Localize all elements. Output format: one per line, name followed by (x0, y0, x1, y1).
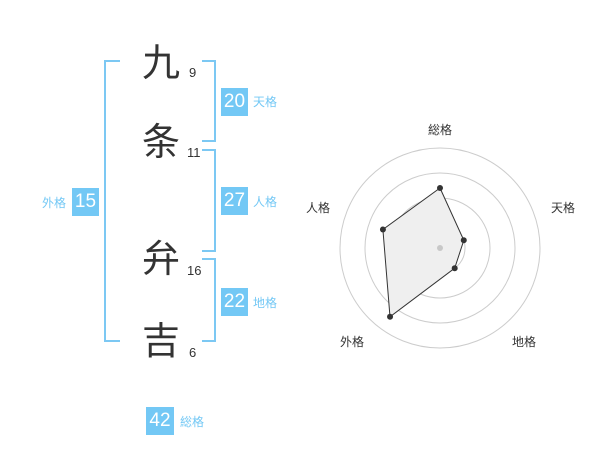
name-char-4: 吉 (142, 319, 181, 363)
chikaku-bracket (202, 258, 216, 342)
jinkaku-label: 人格 (253, 195, 278, 209)
tenkaku-value: 20 (221, 88, 248, 116)
name-char-1: 九 (142, 41, 181, 85)
radar-point-soukaku (437, 185, 443, 191)
radar-point-jinkaku (379, 226, 386, 233)
name-char-3: 弁 (142, 237, 181, 281)
radar-label-jinkaku: 人格 (306, 201, 331, 215)
jinkaku-bracket (202, 149, 216, 252)
stroke-count-2: 11 (187, 145, 201, 160)
radar-area (382, 187, 465, 318)
stroke-count-4: 6 (189, 345, 197, 360)
gaikaku-value: 15 (72, 188, 99, 216)
soukaku-value: 42 (146, 407, 174, 435)
stroke-count-3: 16 (187, 263, 202, 278)
radar-label-chikaku: 地格 (512, 335, 537, 349)
gaikaku-label: 外格 (42, 196, 67, 210)
radar-point-chikaku (451, 265, 458, 272)
jinkaku-value: 27 (221, 187, 248, 215)
radar-ring (339, 147, 541, 349)
soukaku-label: 総格 (180, 415, 205, 429)
radar-label-gaikaku: 外格 (340, 335, 365, 349)
tenkaku-label: 天格 (253, 95, 278, 109)
chikaku-value: 22 (221, 288, 248, 316)
radar-label-tenkaku: 天格 (551, 201, 576, 215)
stroke-count-1: 9 (189, 65, 197, 80)
radar-point-tenkaku (460, 237, 467, 244)
radar-center-dot (437, 245, 443, 251)
radar-label-soukaku: 総格 (428, 123, 453, 137)
tenkaku-bracket (202, 60, 216, 142)
name-char-2: 条 (142, 120, 181, 164)
radar-points (379, 185, 467, 320)
chikaku-label: 地格 (253, 296, 278, 310)
gaikaku-bracket (104, 60, 120, 342)
radar-ring (364, 172, 516, 324)
radar-point-gaikaku (387, 313, 394, 320)
